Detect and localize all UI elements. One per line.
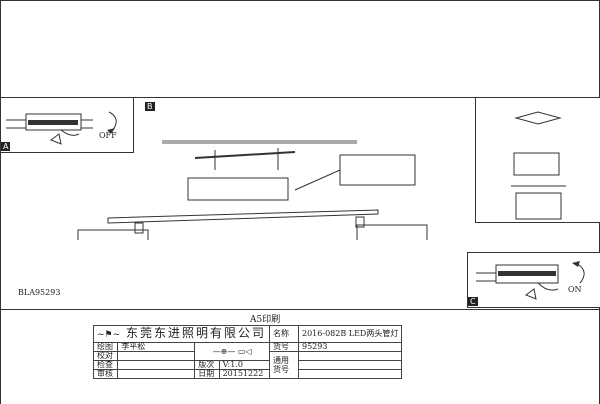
model-code: BLA95293 — [18, 288, 61, 297]
checked-value — [117, 351, 196, 361]
drawn-value: 李平松 — [117, 342, 196, 352]
panel-a-switch-off: OFF A — [0, 97, 134, 153]
general-part-value — [297, 351, 403, 361]
off-label: OFF — [99, 131, 117, 140]
panel-b-tag: B — [145, 102, 155, 111]
divider — [0, 309, 600, 310]
name-value: 2016-082B LED两头管灯 — [297, 325, 403, 343]
terminal-block-on-illustration — [476, 261, 585, 300]
company-logo: ~⚑~ — [97, 330, 121, 340]
general-part-label: 通用货号 — [269, 351, 299, 379]
panel-a-tag: A — [1, 142, 11, 151]
panel-c-switch-on: ON C — [467, 252, 600, 308]
company-name: 东莞东进照明有限公司 — [125, 326, 266, 340]
top-border — [0, 0, 600, 1]
company-cell: ~⚑~ 东莞东进照明有限公司 — [93, 325, 270, 343]
fixture-assembly-illustration — [77, 140, 428, 240]
lamp-head-exploded-illustration — [511, 111, 566, 220]
date-value: 20151222 — [218, 369, 271, 379]
date-label: 日期 — [194, 369, 220, 379]
name-label: 名称 — [269, 325, 299, 343]
lamp-head-detail-panel — [475, 97, 600, 223]
blank-cell — [297, 360, 403, 370]
terminal-block-off-illustration — [6, 111, 117, 145]
part-no-label: 货号 — [269, 342, 299, 352]
left-border — [0, 0, 1, 404]
divider — [0, 97, 600, 98]
projection-symbol: —⊕— ▭◁ — [194, 342, 270, 361]
blank-cell — [297, 369, 403, 379]
panel-c-tag: C — [468, 297, 478, 306]
part-no-value: 95293 — [297, 342, 403, 352]
inspect-value — [117, 360, 196, 370]
approve-label: 审核 — [92, 369, 119, 379]
approve-value — [117, 369, 196, 379]
title-block: ~⚑~ 东莞东进照明有限公司 名称 2016-082B LED两头管灯 绘图 李… — [92, 325, 403, 379]
print-note: A5印刷 — [250, 315, 281, 325]
on-label: ON — [568, 285, 582, 294]
